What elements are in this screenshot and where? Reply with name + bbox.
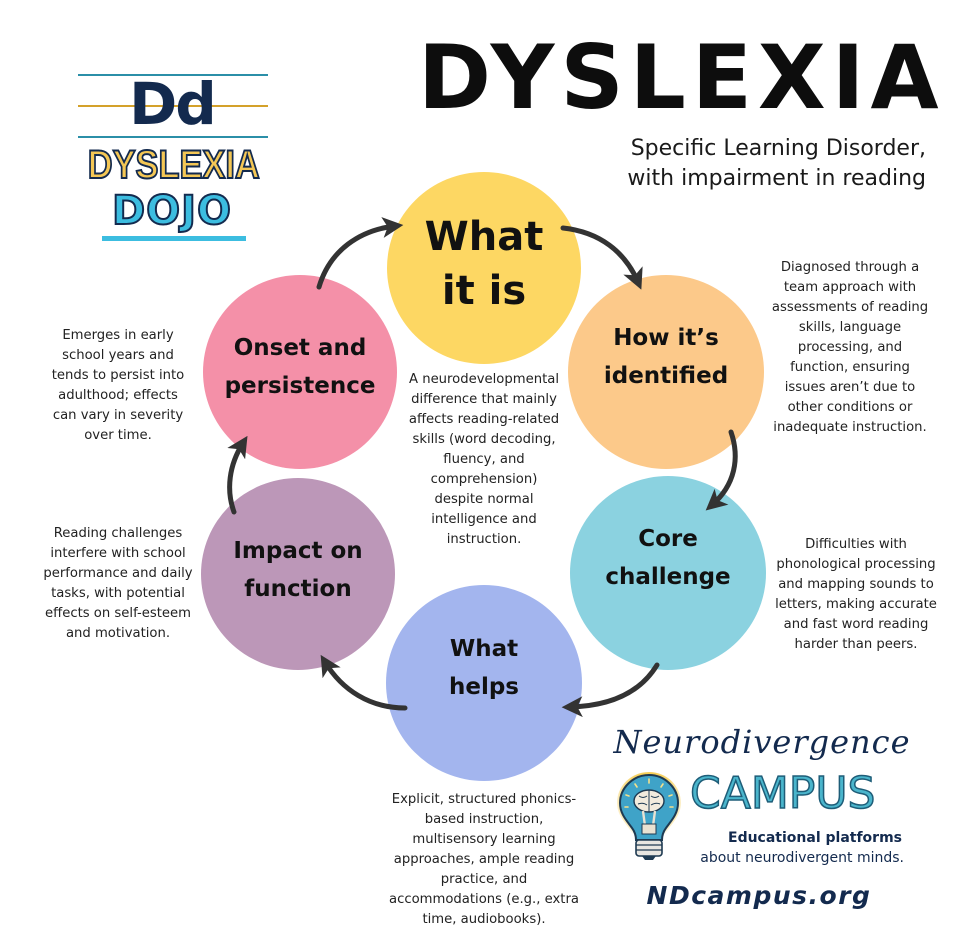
page-title: DYSLEXIA [418, 26, 945, 129]
description-what-it-is: A neurodevelopmental difference that mai… [408, 372, 560, 547]
logo-underline [102, 236, 246, 241]
logo-rule-mid [78, 105, 268, 107]
subtitle-line-2: with impairment in reading [627, 166, 926, 191]
node-impact-on-function: Impact on function [201, 478, 395, 670]
dyslexia-dojo-logo: Dd DYSLEXIA DOJO [74, 70, 270, 246]
node-label: Impact on function [233, 538, 363, 602]
logo-line2: DOJO [111, 187, 233, 235]
description-onset-persistence: Emerges in early school years and tends … [51, 328, 185, 443]
brand-url[interactable]: NDcampus.org [646, 881, 872, 910]
node-onset-persistence: Onset and persistence [203, 275, 397, 469]
arrow-core-to-helps [561, 662, 660, 718]
page-subtitle: Specific Learning Disorder, with impairm… [560, 134, 926, 194]
node-how-identified: How it’s identified [568, 275, 764, 469]
brand-script-text: Neurodivergence [613, 723, 911, 761]
logo-line1: DYSLEXIA [87, 142, 261, 188]
brand-name: CAMPUS [689, 767, 876, 820]
description-impact-on-function: Reading challenges interfere with school… [43, 526, 193, 641]
node-what-helps: What helps [386, 585, 582, 781]
node-label: What helps [448, 636, 519, 700]
node-core-challenge: Core challenge [570, 476, 766, 670]
lightbulb-brain-icon [617, 772, 681, 860]
node-label: How it’s identified [603, 325, 729, 389]
description-what-helps: Explicit, structured phonics- based inst… [389, 792, 579, 927]
subtitle-line-1: Specific Learning Disorder, [630, 136, 926, 161]
node-label: Onset and persistence [224, 335, 376, 399]
arrow-onset-to-what [316, 217, 404, 290]
description-how-identified: Diagnosed through a team approach with a… [771, 260, 929, 435]
brand-tagline-bold: Educational platforms [728, 830, 902, 846]
logo-mark: Dd [129, 70, 217, 138]
logo-rule-bottom [78, 136, 268, 138]
node-what-it-is: What it is [387, 172, 581, 364]
brand-tagline: about neurodivergent minds. [700, 850, 904, 866]
node-label: Core challenge [605, 526, 731, 590]
node-label: What it is [424, 214, 544, 314]
description-core-challenge: Difficulties with phonological processin… [775, 537, 937, 652]
logo-rule-top [78, 74, 268, 76]
